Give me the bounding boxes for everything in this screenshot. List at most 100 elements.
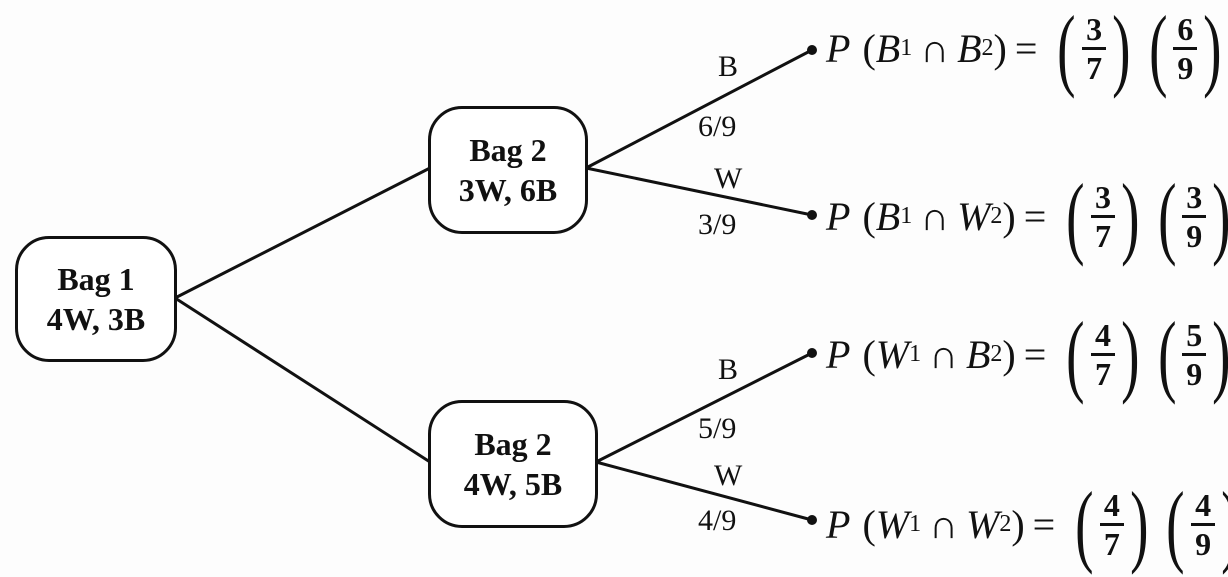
edge-bag1-to-bag2-top xyxy=(174,166,431,300)
factor-1-rparen: ) xyxy=(1129,473,1149,575)
factor-2-lparen: ( xyxy=(1157,303,1177,405)
branch-label-top-w-prob: 3/9 xyxy=(698,208,737,241)
intersect-symbol: ∩ xyxy=(920,193,950,239)
branch-label-top-b-color: B xyxy=(718,50,739,83)
intersect-symbol: ∩ xyxy=(929,501,958,547)
node-bag2-top-contents: 3W, 6B xyxy=(458,172,558,208)
outcome-4-dot xyxy=(807,515,817,525)
edge-bottom-to-outcome-4 xyxy=(595,460,813,522)
close-paren: ) xyxy=(1011,501,1025,547)
edge-top-to-outcome-2 xyxy=(585,166,813,217)
event-second: B xyxy=(957,25,982,71)
node-bag2-top: Bag 2 3W, 6B xyxy=(428,106,588,234)
factor-2-den: 9 xyxy=(1186,217,1203,254)
factor-1-den: 7 xyxy=(1094,355,1111,392)
node-bag1: Bag 1 4W, 3B xyxy=(15,236,177,362)
branch-label-bot-b-color: B xyxy=(718,353,739,386)
edge-bottom-to-outcome-3 xyxy=(595,351,813,464)
intersect-symbol: ∩ xyxy=(920,25,950,71)
outcome-3-dot xyxy=(807,348,817,358)
equals-symbol: = xyxy=(1014,25,1038,71)
factor-2-lparen: ( xyxy=(1148,0,1168,99)
branch-label-bot-w-prob: 4/9 xyxy=(698,504,737,537)
node-bag2-top-title: Bag 2 xyxy=(469,132,547,168)
outcome-2-equation: P ( B1 ∩ W2 ) = (37) (39) xyxy=(826,170,1228,262)
event-first: W xyxy=(875,501,910,547)
equals-symbol: = xyxy=(1023,331,1047,377)
factor-1-lparen: ( xyxy=(1075,473,1094,575)
intersect-symbol: ∩ xyxy=(929,331,958,377)
node-bag1-title: Bag 1 xyxy=(57,261,135,297)
factor-1-num: 3 xyxy=(1082,11,1107,50)
node-bag2-bottom-contents: 4W, 5B xyxy=(463,466,563,502)
factor-2-lparen: ( xyxy=(1166,473,1185,575)
factor-2-num: 6 xyxy=(1173,11,1198,50)
event-second: B xyxy=(965,331,991,377)
factor-1-rparen: ) xyxy=(1121,165,1140,267)
factor-2-rparen: ) xyxy=(1212,170,1228,262)
open-paren: ( xyxy=(862,501,876,547)
branch-label-top-b-prob: 6/9 xyxy=(698,110,737,143)
prob-symbol: P xyxy=(826,501,851,547)
outcome-2-dot xyxy=(807,210,817,220)
factor-2: (49) xyxy=(1160,478,1228,570)
event-first: W xyxy=(875,331,910,377)
factor-2-num: 3 xyxy=(1182,179,1207,218)
event-second: W xyxy=(957,193,991,239)
open-paren: ( xyxy=(862,331,876,377)
factor-2-den: 9 xyxy=(1186,355,1203,392)
factor-1-den: 7 xyxy=(1094,217,1111,254)
edge-top-to-outcome-1 xyxy=(585,48,813,170)
factor-1-rparen: ) xyxy=(1112,0,1131,99)
factor-2: (59) xyxy=(1152,308,1228,400)
factor-2: (39) xyxy=(1152,170,1228,262)
factor-2-rparen: ) xyxy=(1221,478,1228,570)
factor-2-rparen: ) xyxy=(1203,0,1222,99)
factor-2-lparen: ( xyxy=(1157,165,1177,267)
equals-symbol: = xyxy=(1023,193,1047,239)
prob-symbol: P xyxy=(826,331,851,377)
open-paren: ( xyxy=(862,25,876,71)
equals-symbol: = xyxy=(1032,501,1056,547)
close-paren: ) xyxy=(1002,331,1016,377)
open-paren: ( xyxy=(862,193,876,239)
event-first: B xyxy=(875,25,901,71)
factor-1-num: 4 xyxy=(1099,487,1124,526)
factor-1-den: 7 xyxy=(1086,49,1103,86)
branch-label-bot-w-color: W xyxy=(714,459,743,492)
factor-1-num: 3 xyxy=(1090,179,1115,218)
factor-1-lparen: ( xyxy=(1066,303,1085,405)
branch-label-top-w-color: W xyxy=(714,162,743,195)
branch-label-bot-b-prob: 5/9 xyxy=(698,412,737,445)
factor-1-den: 7 xyxy=(1103,525,1120,562)
outcome-1-dot xyxy=(807,45,817,55)
factor-2-den: 9 xyxy=(1195,525,1212,562)
event-first: B xyxy=(875,193,901,239)
factor-1-lparen: ( xyxy=(1057,0,1076,99)
factor-2-den: 9 xyxy=(1177,49,1194,86)
event-second: W xyxy=(965,501,1000,547)
prob-symbol: P xyxy=(826,193,851,239)
close-paren: ) xyxy=(1002,193,1016,239)
factor-2-num: 4 xyxy=(1191,487,1216,526)
outcome-4-equation: P ( W1 ∩ W2 ) = (47) (49) xyxy=(826,478,1228,570)
factor-1-num: 4 xyxy=(1090,317,1115,356)
prob-symbol: P xyxy=(826,25,851,71)
node-bag1-contents: 4W, 3B xyxy=(46,301,146,337)
factor-1-lparen: ( xyxy=(1066,165,1085,267)
factor-1-rparen: ) xyxy=(1121,303,1140,405)
outcome-3-equation: P ( W1 ∩ B2 ) = (47) (59) xyxy=(826,308,1228,400)
edge-bag1-to-bag2-bottom xyxy=(174,296,431,464)
node-bag2-bottom-title: Bag 2 xyxy=(474,426,552,462)
node-bag2-bottom: Bag 2 4W, 5B xyxy=(428,400,598,528)
factor-2-rparen: ) xyxy=(1212,308,1228,400)
close-paren: ) xyxy=(993,25,1007,71)
